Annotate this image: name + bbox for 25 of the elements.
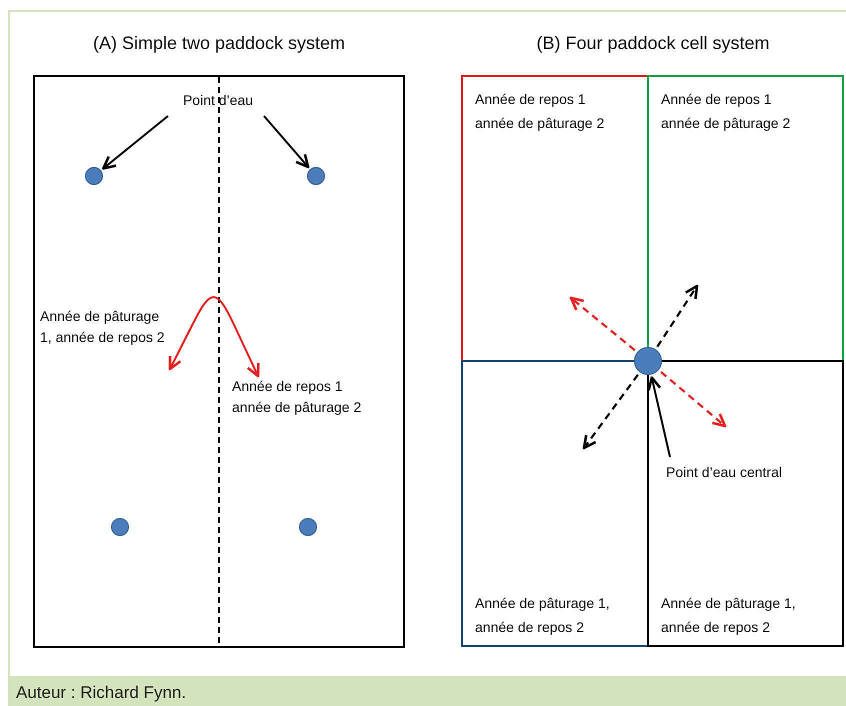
paddock-quadrant bbox=[647, 360, 844, 647]
panel-title: (B) Four paddock cell system bbox=[535, 32, 771, 55]
paddock-label: Année de repos 1 année de pâturage 2 bbox=[475, 90, 606, 133]
arrow bbox=[263, 115, 310, 168]
author-caption: Auteur : Richard Fynn. bbox=[8, 676, 846, 706]
annotation-text: Point d’eau bbox=[174, 90, 262, 112]
arrow bbox=[168, 296, 260, 378]
water-point-dot bbox=[307, 167, 325, 185]
water-point-dot bbox=[111, 518, 129, 536]
dashed-arrow bbox=[660, 371, 726, 428]
annotation-text: Point d’eau central bbox=[666, 462, 836, 486]
dashed-arrow bbox=[656, 284, 698, 348]
arrow bbox=[647, 376, 671, 458]
paddock-label: Année de pâturage 1, année de repos 2 bbox=[661, 594, 797, 637]
annotation-text: Année de repos 1 année de pâturage 2 bbox=[232, 376, 377, 439]
dashed-arrow bbox=[582, 374, 639, 450]
arrow bbox=[102, 115, 169, 170]
panel-title: (A) Simple two paddock system bbox=[92, 32, 346, 55]
water-point-dot bbox=[85, 167, 103, 185]
water-point-dot bbox=[634, 347, 662, 375]
annotation-text: Année de pâturage 1, année de repos 2 bbox=[40, 306, 170, 369]
paddock-label: Année de pâturage 1, année de repos 2 bbox=[475, 594, 611, 637]
water-point-dot bbox=[299, 518, 317, 536]
dashed-arrow bbox=[570, 296, 636, 352]
paddock-label: Année de repos 1 année de pâturage 2 bbox=[661, 90, 792, 133]
